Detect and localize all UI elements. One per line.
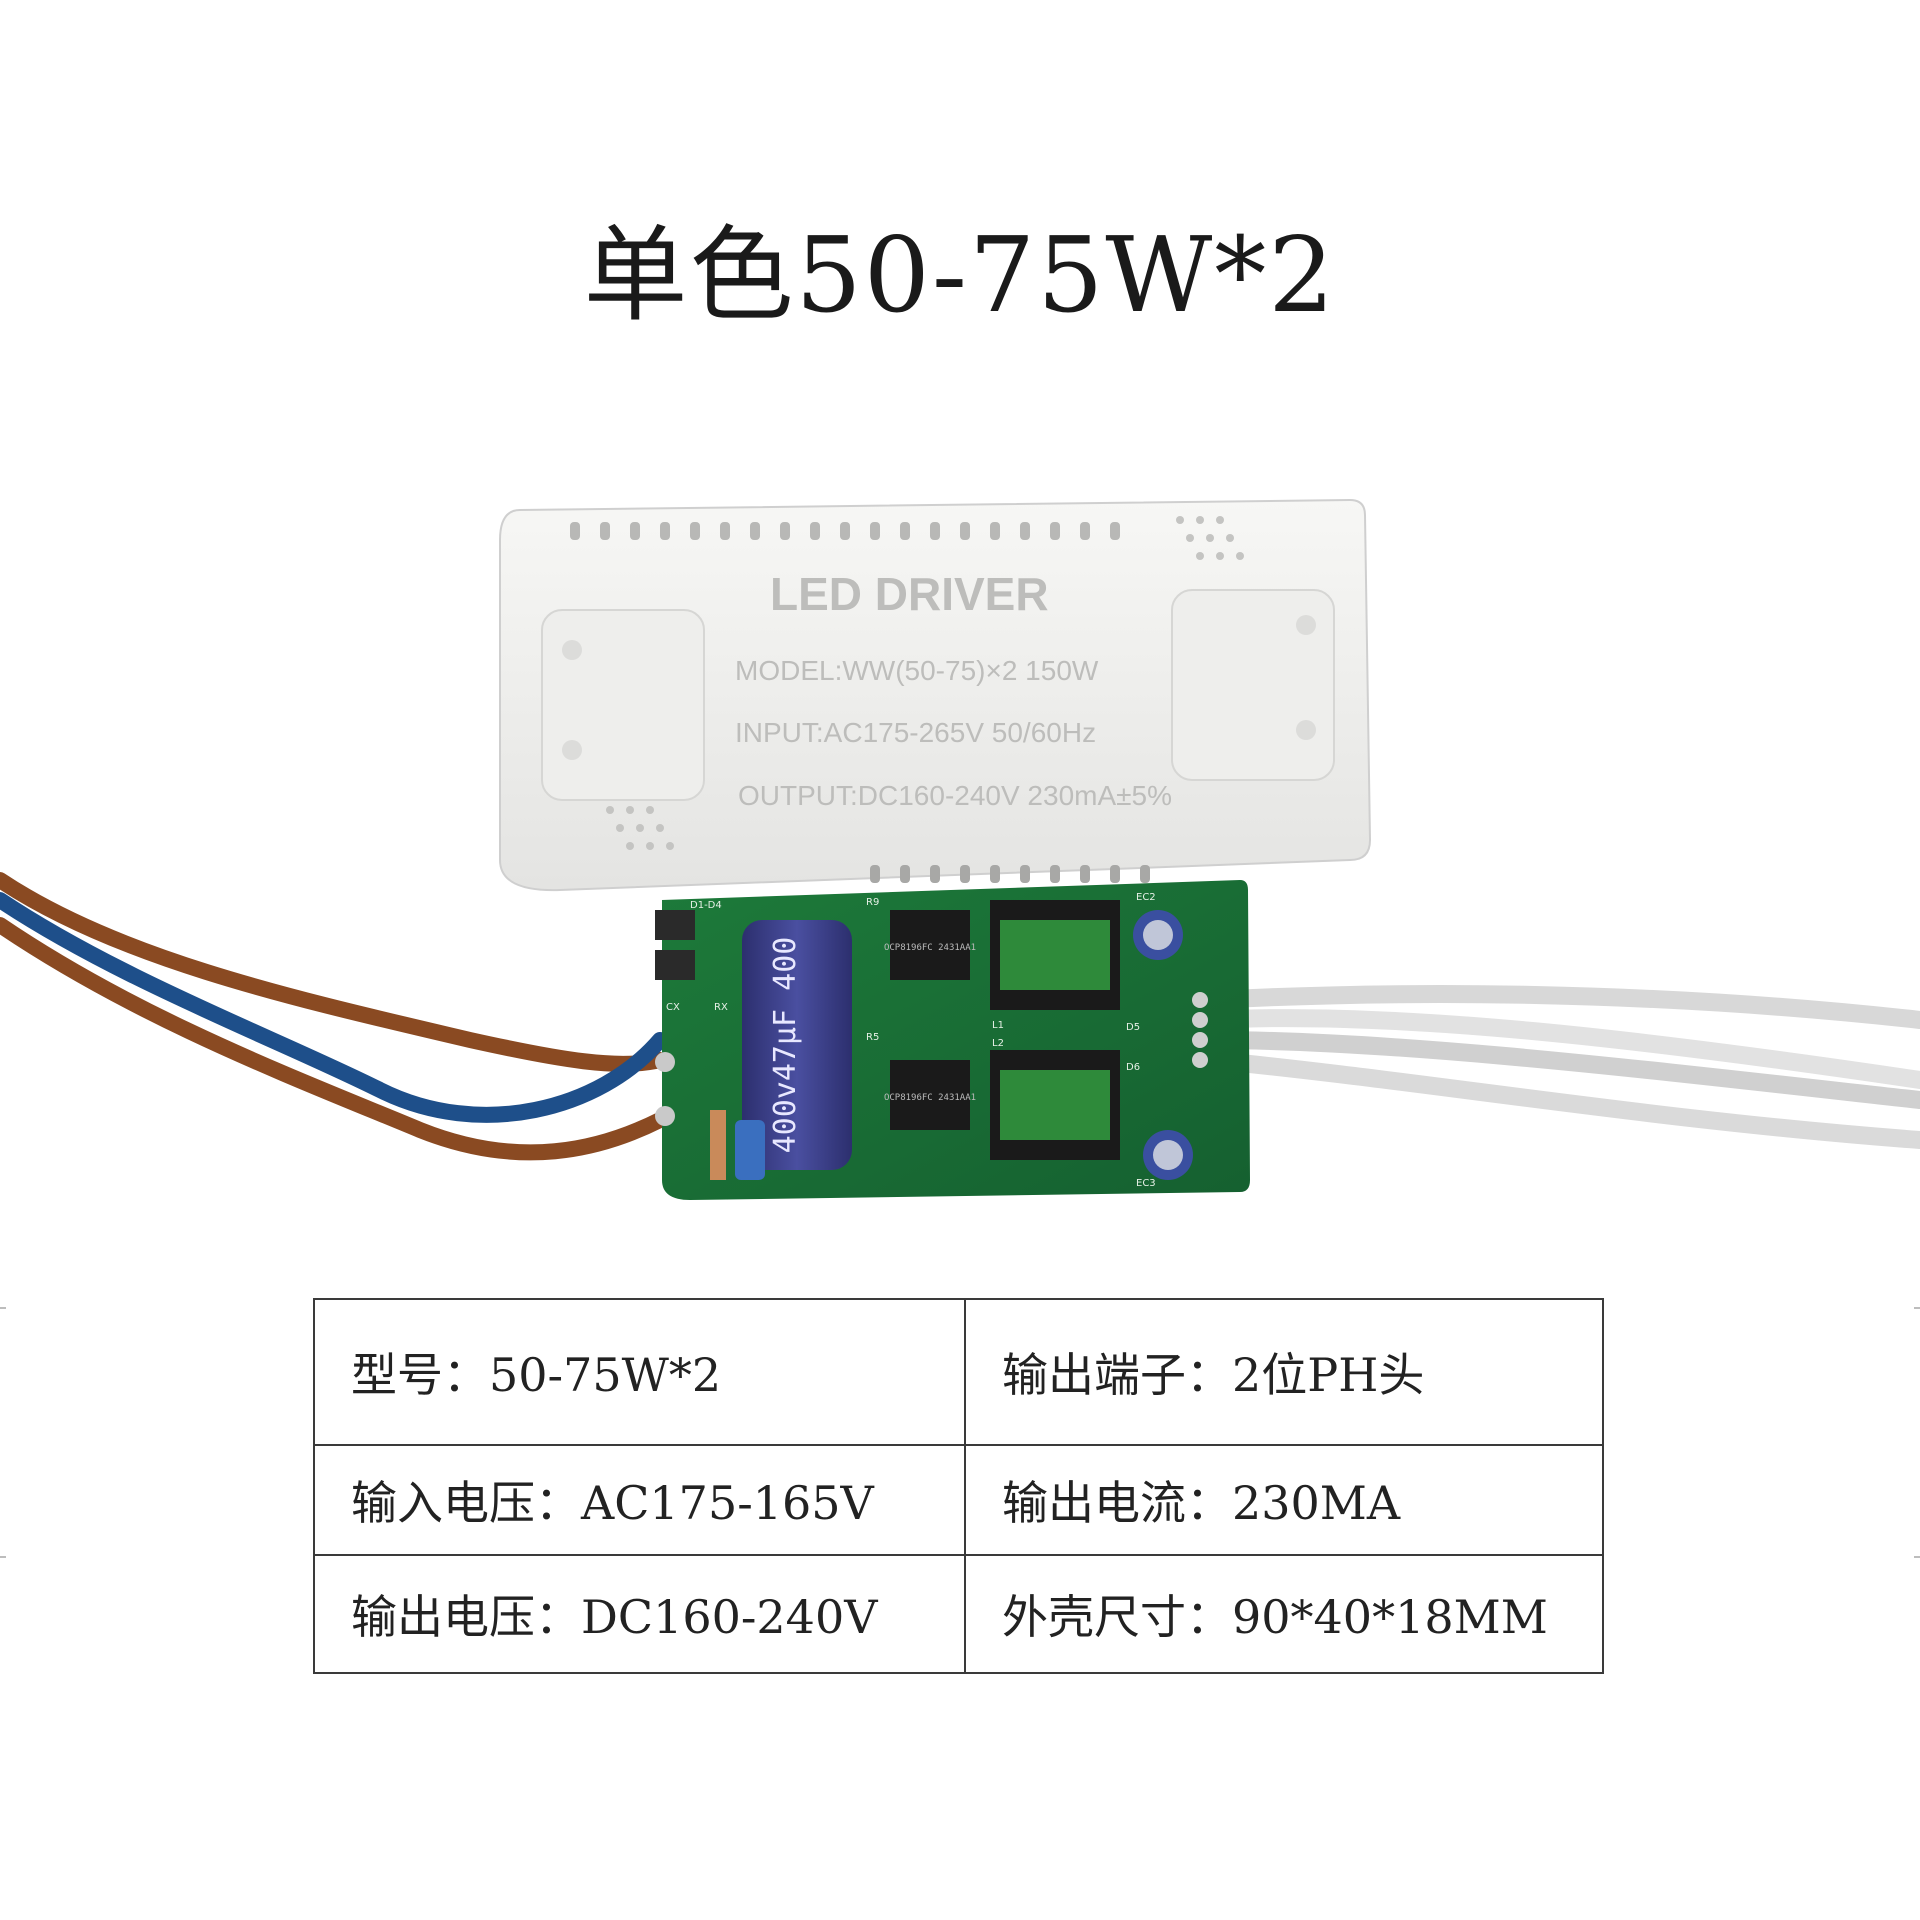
chip-1-marking: OCP8196FC 2431AA1: [884, 943, 976, 953]
crop-mark: [1914, 1307, 1920, 1309]
spec-value: AC175-165V: [581, 1476, 874, 1530]
case-output-text: OUTPUT:DC160-240V 230mA±5%: [738, 780, 1172, 811]
silk-l2: L2: [992, 1038, 1004, 1049]
silk-cx: CX: [666, 1002, 680, 1013]
spec-row: 输出电压：DC160-240V 外壳尺寸：90*40*18MM: [313, 1554, 1604, 1674]
case-brand-text: LED DRIVER: [770, 568, 1049, 620]
spec-label: 型号：: [351, 1348, 489, 1402]
case-input-text: INPUT:AC175-265V 50/60Hz: [735, 717, 1096, 748]
spec-table: 型号：50-75W*2 输出端子：2位PH头 输入电压：AC175-165V 输…: [313, 1298, 1604, 1674]
spec-label: 输出电流：: [1002, 1476, 1232, 1530]
silk-l1: L1: [992, 1020, 1004, 1031]
spec-cell: 输出电压：DC160-240V: [313, 1554, 966, 1674]
spec-cell: 型号：50-75W*2: [313, 1298, 966, 1446]
pcb-board: 400v47μF 400 OCP8196FC 2431AA1 OCP8196FC…: [655, 880, 1250, 1200]
input-wires: [0, 872, 668, 1161]
page-title: 单色50-75W*2: [583, 214, 1337, 336]
spec-cell: 输出电流：230MA: [964, 1444, 1604, 1556]
silk-d5: D5: [1126, 1022, 1140, 1033]
spec-row: 型号：50-75W*2 输出端子：2位PH头: [313, 1298, 1604, 1446]
silk-ec2: EC2: [1136, 892, 1156, 903]
spec-cell: 外壳尺寸：90*40*18MM: [964, 1554, 1604, 1674]
silk-r5: R5: [866, 1032, 879, 1043]
spec-value: 50-75W*2: [489, 1348, 722, 1402]
silk-rx: RX: [714, 1002, 728, 1013]
product-photo: 400v47μF 400 OCP8196FC 2431AA1 OCP8196FC…: [0, 498, 1920, 1200]
spec-label: 输出电压：: [351, 1590, 581, 1644]
spec-label: 输出端子：: [1002, 1348, 1232, 1402]
spec-value: 2位PH头: [1232, 1348, 1425, 1402]
spec-label: 输入电压：: [351, 1476, 581, 1530]
crop-mark: [0, 1556, 6, 1558]
spec-row: 输入电压：AC175-165V 输出电流：230MA: [313, 1444, 1604, 1556]
silk-d6: D6: [1126, 1062, 1140, 1073]
case-model-text: MODEL:WW(50-75)×2 150W: [735, 655, 1099, 686]
capacitor-marking: 400v47μF 400: [768, 937, 803, 1154]
driver-case: LED DRIVER MODEL:WW(50-75)×2 150W INPUT:…: [499, 498, 1372, 892]
chip-2-marking: OCP8196FC 2431AA1: [884, 1093, 976, 1103]
spec-cell: 输出端子：2位PH头: [964, 1298, 1604, 1446]
spec-value: DC160-240V: [581, 1590, 878, 1644]
spec-value: 90*40*18MM: [1232, 1590, 1548, 1644]
spec-label: 外壳尺寸：: [1002, 1590, 1232, 1644]
silk-d1d4: D1-D4: [690, 900, 722, 911]
crop-mark: [0, 1307, 6, 1309]
output-wires: [1201, 985, 1920, 1149]
silk-r9: R9: [866, 897, 879, 908]
spec-cell: 输入电压：AC175-165V: [313, 1444, 966, 1556]
silk-ec3: EC3: [1136, 1178, 1156, 1189]
crop-mark: [1914, 1556, 1920, 1558]
spec-value: 230MA: [1232, 1476, 1401, 1530]
